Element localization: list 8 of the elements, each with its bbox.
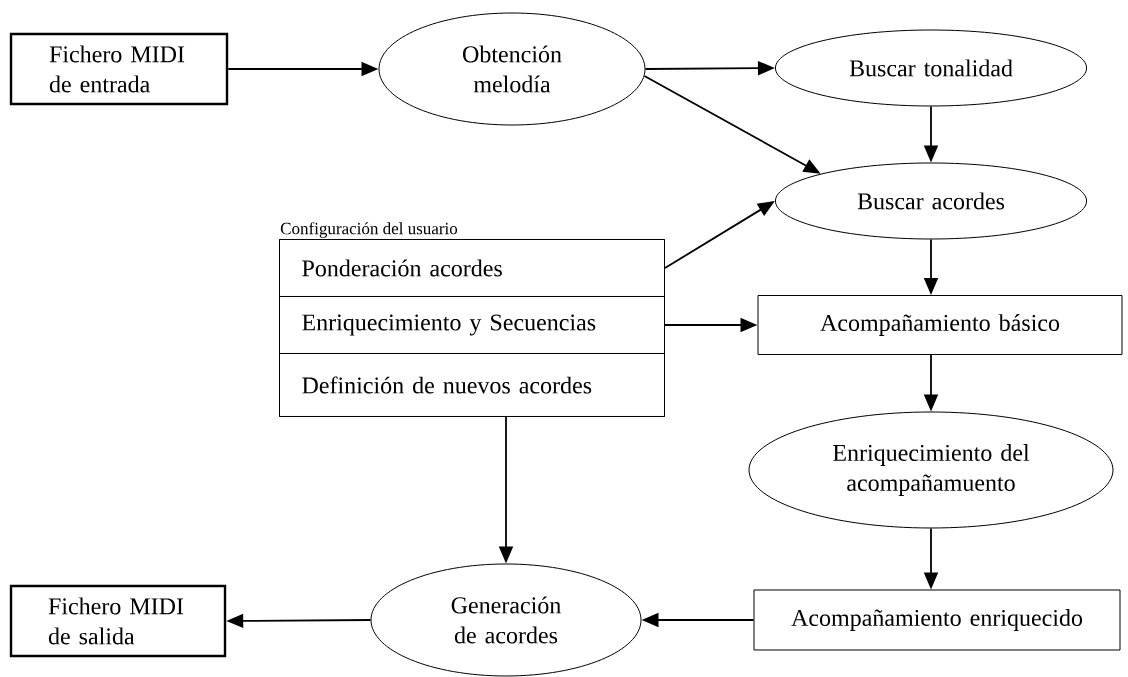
file-box: Fichero MIDI de salida — [9, 584, 227, 658]
file-box: Fichero MIDI de entrada — [9, 32, 229, 106]
process-box: Acompañamiento básico — [757, 295, 1123, 355]
list-row: Ponderación acordes — [279, 239, 665, 297]
node-label: Configuración del usuario — [280, 222, 458, 238]
process-box: Acompañamiento enriquecido — [753, 589, 1121, 651]
list-row: Enriquecimiento y Secuencias — [279, 296, 665, 354]
list-row: Definición de nuevos acordes — [279, 353, 665, 417]
